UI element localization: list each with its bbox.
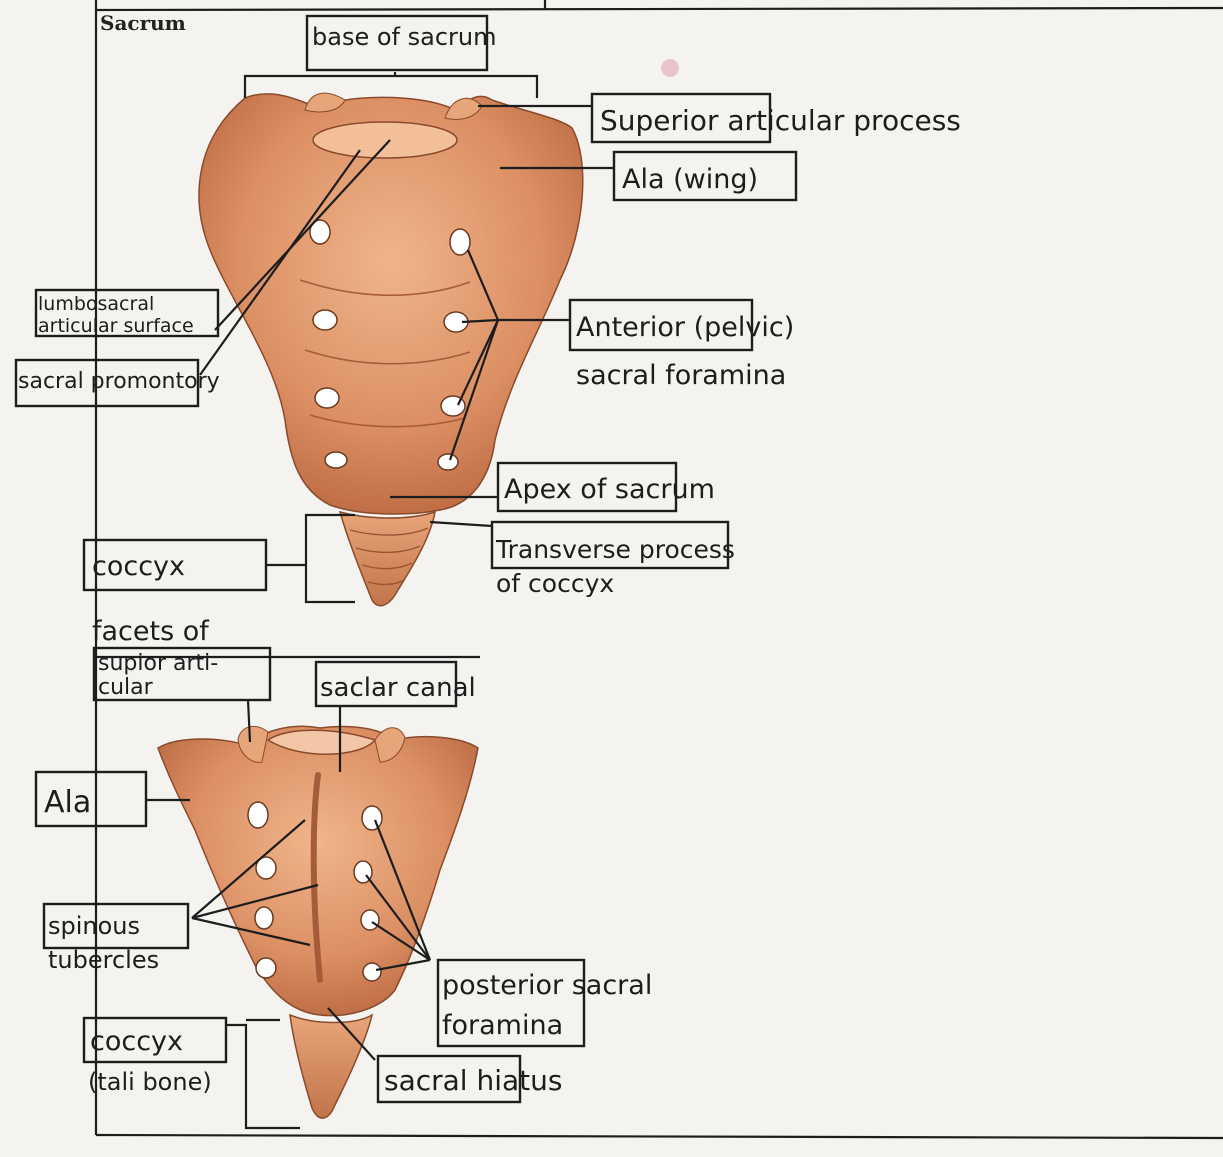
label-ala-wing: Ala (wing) — [622, 164, 758, 195]
anterior-foramen-left-4 — [325, 452, 347, 468]
diagram-title: Sacrum — [100, 11, 186, 35]
label-coccyx: coccyx — [92, 551, 185, 582]
frame-top-line — [96, 8, 1223, 10]
base-articular-surface — [313, 122, 457, 158]
posterior-foramen-right-3 — [361, 910, 379, 930]
posterior-foramen-right-1 — [362, 806, 382, 830]
label-spinous-line2: tubercles — [48, 946, 159, 974]
label-sacral-promontory: sacral promontory — [18, 369, 220, 394]
anterior-foramen-left-3 — [315, 388, 339, 408]
posterior-foramen-left-4 — [256, 958, 276, 978]
label-facets-line3: cular — [98, 675, 154, 700]
label-lumbosacral-line1: lumbosacral — [38, 293, 154, 315]
anterior-coccyx-shape — [340, 512, 435, 606]
label-ala: Ala — [44, 785, 91, 820]
posterior-coccyx-shape — [290, 1015, 372, 1118]
posterior-foramen-left-1 — [248, 802, 268, 828]
label-facets-line2: supior arti- — [98, 651, 218, 676]
posterior-foramen-right-4 — [363, 963, 381, 981]
ink-smudge — [661, 59, 679, 77]
label-coccyx-line1: coccyx — [90, 1026, 183, 1057]
label-sacral-hiatus: sacral hiatus — [384, 1064, 563, 1097]
anterior-foramen-right-1 — [450, 229, 470, 255]
anterior-foramen-right-4 — [438, 454, 458, 470]
frame-bottom-line — [96, 1135, 1223, 1138]
label-superior-articular-process: Superior articular process — [600, 104, 961, 137]
label-transverse-process-line1: Transverse process — [495, 535, 735, 564]
label-lumbosacral-line2: articular surface — [38, 315, 194, 337]
label-sacral-canal: saclar canal — [320, 673, 476, 703]
label-posterior-foramina-line2: foramina — [442, 1010, 563, 1041]
label-base-of-sacrum: base of sacrum — [312, 23, 496, 51]
anterior-foramen-left-2 — [313, 310, 337, 330]
label-anterior-foramina-line1: Anterior (pelvic) — [576, 312, 794, 343]
posterior-foramen-left-3 — [255, 907, 273, 929]
label-posterior-foramina-line1: posterior sacral — [442, 970, 652, 1001]
label-facets-line1: facets of — [92, 616, 210, 647]
label-spinous-line1: spinous — [48, 912, 140, 940]
label-coccyx-line2: (tali bone) — [88, 1068, 212, 1096]
label-apex-of-sacrum: Apex of sacrum — [504, 474, 715, 505]
label-transverse-process-line2: of coccyx — [496, 569, 614, 598]
anterior-sacrum-illustration — [199, 93, 583, 606]
label-anterior-foramina-line2: sacral foramina — [576, 360, 786, 391]
